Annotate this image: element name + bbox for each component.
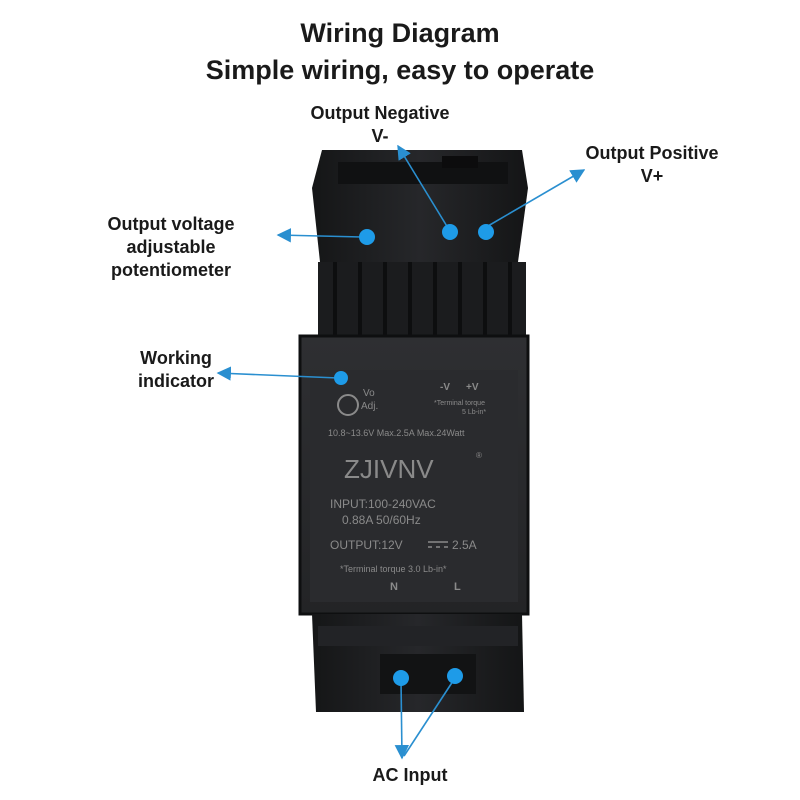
callout-output-negative: Output Negative V- bbox=[300, 102, 460, 148]
top-terminal-slot bbox=[442, 156, 478, 168]
diagram-subtitle: Simple wiring, easy to operate bbox=[205, 55, 595, 85]
torque-top-line1: *Terminal torque bbox=[434, 400, 485, 407]
callout-output-positive: Output Positive V+ bbox=[582, 142, 722, 188]
callout-output-positive-line2: V+ bbox=[640, 166, 664, 186]
diagram-title: Wiring Diagram bbox=[300, 18, 500, 48]
terminal-plus-label: +V bbox=[466, 382, 479, 393]
input-rating-line2: 0.88A 50/60Hz bbox=[342, 513, 421, 527]
top-terminal-recess bbox=[338, 162, 508, 184]
vo-label: Vo bbox=[363, 388, 375, 399]
arrow-ac-input-left bbox=[394, 679, 410, 760]
output-rating-prefix: OUTPUT:12V bbox=[330, 538, 403, 552]
dot-output-positive bbox=[478, 224, 494, 240]
torque-bottom: *Terminal torque 3.0 Lb-in* bbox=[340, 564, 447, 574]
dot-working-indicator bbox=[334, 371, 348, 385]
dot-ac-input-neutral bbox=[393, 670, 409, 686]
vo-adj-knob bbox=[337, 394, 359, 416]
callout-working-indicator: Working indicator bbox=[126, 347, 226, 393]
output-rating-suffix: 2.5A bbox=[452, 538, 477, 552]
arrow-output-positive bbox=[487, 169, 586, 227]
input-rating-line1: INPUT:100-240VAC bbox=[330, 497, 436, 511]
callout-arrows bbox=[216, 144, 586, 760]
brand-logo: ZJIVNV bbox=[344, 454, 434, 484]
dot-ac-input-line bbox=[447, 668, 463, 684]
terminal-minus-label: -V bbox=[440, 382, 450, 393]
top-vent-band bbox=[318, 262, 526, 338]
rating-text: 10.8~13.6V Max.2.5A Max.24Watt bbox=[328, 428, 465, 438]
line-label: L bbox=[454, 581, 461, 593]
torque-top-line2: 5 Lb-in* bbox=[462, 409, 486, 416]
dc-symbol bbox=[428, 541, 448, 548]
dot-potentiometer bbox=[359, 229, 375, 245]
callout-potentiometer-line2: adjustable bbox=[126, 237, 216, 257]
callout-output-negative-line2: V- bbox=[371, 126, 389, 146]
callout-output-positive-line1: Output Positive bbox=[585, 143, 719, 163]
callout-output-negative-line1: Output Negative bbox=[310, 103, 450, 123]
registered-mark: ® bbox=[476, 451, 482, 460]
callout-ac-input: AC Input bbox=[360, 764, 460, 787]
adj-label: Adj. bbox=[361, 401, 378, 412]
arrow-potentiometer bbox=[276, 228, 363, 243]
front-panel-face bbox=[310, 370, 518, 602]
power-supply-device: Vo Adj. -V +V *Terminal torque 5 Lb-in* … bbox=[298, 150, 530, 712]
arrow-output-negative bbox=[397, 144, 449, 229]
bottom-terminal-ledge bbox=[318, 626, 518, 646]
callout-potentiometer-line1: Output voltage bbox=[107, 214, 235, 234]
top-vent-ribs bbox=[333, 262, 512, 336]
callout-potentiometer-line3: potentiometer bbox=[110, 260, 231, 280]
callout-working-indicator-line1: Working bbox=[140, 348, 212, 368]
callout-working-indicator-line2: indicator bbox=[137, 371, 214, 391]
arrow-working-indicator bbox=[216, 366, 339, 381]
marker-dots bbox=[334, 224, 494, 686]
arrow-ac-input-right bbox=[403, 677, 456, 757]
neutral-label: N bbox=[390, 581, 398, 593]
callout-potentiometer: Output voltage adjustable potentiometer bbox=[96, 213, 246, 282]
dot-output-negative bbox=[442, 224, 458, 240]
callout-ac-input-line1: AC Input bbox=[372, 765, 448, 785]
